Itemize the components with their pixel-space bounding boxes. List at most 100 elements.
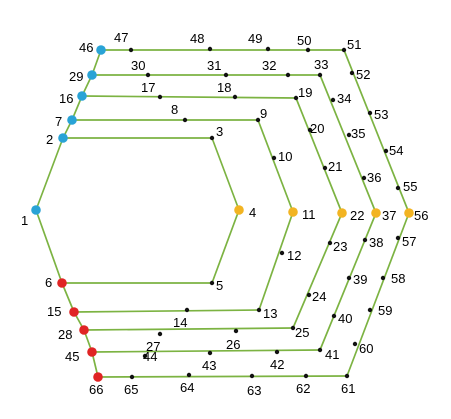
node-label-49: 49 <box>248 31 262 46</box>
edge-13-15 <box>73 309 260 313</box>
node-1 <box>31 205 41 215</box>
node-7 <box>67 115 77 125</box>
node-30 <box>145 72 151 78</box>
node-13 <box>256 307 262 313</box>
nodes-layer <box>31 45 414 382</box>
node-28 <box>79 325 89 335</box>
node-41 <box>317 347 323 353</box>
edge-16-19 <box>81 95 297 99</box>
node-label-43: 43 <box>202 358 216 373</box>
node-27 <box>157 331 163 337</box>
node-label-48: 48 <box>190 31 204 46</box>
node-label-61: 61 <box>341 381 355 396</box>
edge-33-37 <box>319 74 377 214</box>
node-label-22: 22 <box>350 208 364 223</box>
node-label-46: 46 <box>79 40 93 55</box>
node-46 <box>96 45 106 55</box>
edge-25-28 <box>83 327 294 331</box>
node-57 <box>395 235 401 241</box>
node-50 <box>305 47 311 53</box>
node-label-52: 52 <box>356 67 370 82</box>
node-label-45: 45 <box>65 349 79 364</box>
node-label-15: 15 <box>47 304 61 319</box>
edge-22-25 <box>292 212 343 329</box>
node-25 <box>290 325 296 331</box>
node-label-28: 28 <box>58 327 72 342</box>
node-label-37: 37 <box>382 208 396 223</box>
node-label-9: 9 <box>260 106 267 121</box>
edge-11-13 <box>258 211 294 311</box>
node-38 <box>362 237 368 243</box>
node-66 <box>93 372 103 382</box>
node-label-32: 32 <box>262 58 276 73</box>
node-label-57: 57 <box>402 234 416 249</box>
node-33 <box>317 72 323 78</box>
node-60 <box>352 341 358 347</box>
node-63 <box>249 373 255 379</box>
node-label-13: 13 <box>263 306 277 321</box>
node-label-12: 12 <box>287 248 301 263</box>
node-label-3: 3 <box>216 124 223 139</box>
node-39 <box>346 275 352 281</box>
node-label-21: 21 <box>328 159 342 174</box>
node-34 <box>330 97 336 103</box>
node-label-8: 8 <box>171 102 178 117</box>
node-label-26: 26 <box>226 337 240 352</box>
node-49 <box>265 46 271 52</box>
edge-9-11 <box>257 119 294 213</box>
node-label-34: 34 <box>337 91 351 106</box>
node-43 <box>207 350 213 356</box>
node-6 <box>57 278 67 288</box>
node-5 <box>209 280 215 286</box>
node-48 <box>207 46 213 52</box>
node-61 <box>344 373 350 379</box>
node-17 <box>157 94 163 100</box>
node-label-53: 53 <box>374 107 388 122</box>
node-15 <box>69 307 79 317</box>
node-52 <box>349 70 355 76</box>
node-label-65: 65 <box>124 382 138 397</box>
node-label-25: 25 <box>295 325 309 340</box>
node-9 <box>255 117 261 123</box>
node-label-18: 18 <box>217 80 231 95</box>
node-32 <box>285 72 291 78</box>
edge-41-45 <box>91 349 321 353</box>
node-44 <box>142 353 148 359</box>
node-47 <box>128 47 134 53</box>
node-36 <box>361 175 367 181</box>
edge-19-22 <box>295 97 343 214</box>
node-16 <box>77 91 87 101</box>
node-58 <box>380 275 386 281</box>
node-label-36: 36 <box>367 170 381 185</box>
node-label-4: 4 <box>249 205 256 220</box>
edge-6-15 <box>61 282 75 313</box>
node-label-40: 40 <box>338 311 352 326</box>
node-62 <box>303 373 309 379</box>
node-2 <box>58 133 68 143</box>
node-22 <box>337 208 347 218</box>
node-label-20: 20 <box>310 121 324 136</box>
node-label-6: 6 <box>45 275 52 290</box>
edge-3-4 <box>211 137 240 211</box>
node-12 <box>279 250 285 256</box>
node-label-66: 66 <box>89 382 103 397</box>
node-label-51: 51 <box>347 37 361 52</box>
node-29 <box>87 70 97 80</box>
node-label-27: 27 <box>146 339 160 354</box>
node-label-7: 7 <box>55 114 62 129</box>
node-label-1: 1 <box>21 213 28 228</box>
edge-56-61 <box>346 212 410 377</box>
node-label-62: 62 <box>296 381 310 396</box>
node-54 <box>383 148 389 154</box>
node-10 <box>271 155 277 161</box>
node-31 <box>223 72 229 78</box>
node-label-59: 59 <box>378 303 392 318</box>
node-51 <box>341 47 347 53</box>
node-label-64: 64 <box>180 380 194 395</box>
node-19 <box>293 95 299 101</box>
node-21 <box>322 165 328 171</box>
node-18 <box>232 94 238 100</box>
edge-37-41 <box>319 212 377 351</box>
